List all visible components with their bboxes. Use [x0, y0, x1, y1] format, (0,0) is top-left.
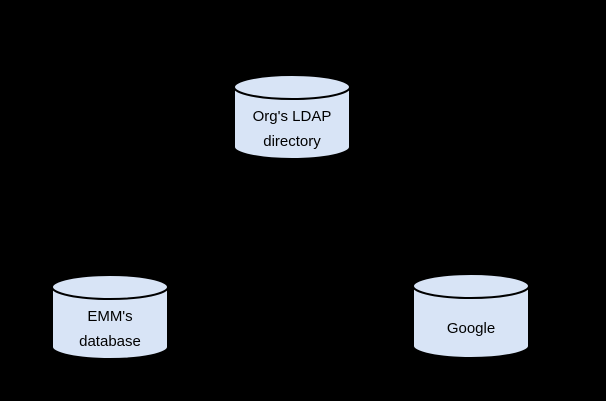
db-cylinder-ldap: Org's LDAP directory	[232, 73, 352, 161]
database-cylinder-icon	[51, 274, 169, 360]
db-cylinder-emm: EMM's database	[50, 273, 170, 361]
database-cylinder-icon	[233, 74, 351, 160]
db-cylinder-google: Google	[411, 272, 531, 360]
database-cylinder-icon	[412, 273, 530, 359]
